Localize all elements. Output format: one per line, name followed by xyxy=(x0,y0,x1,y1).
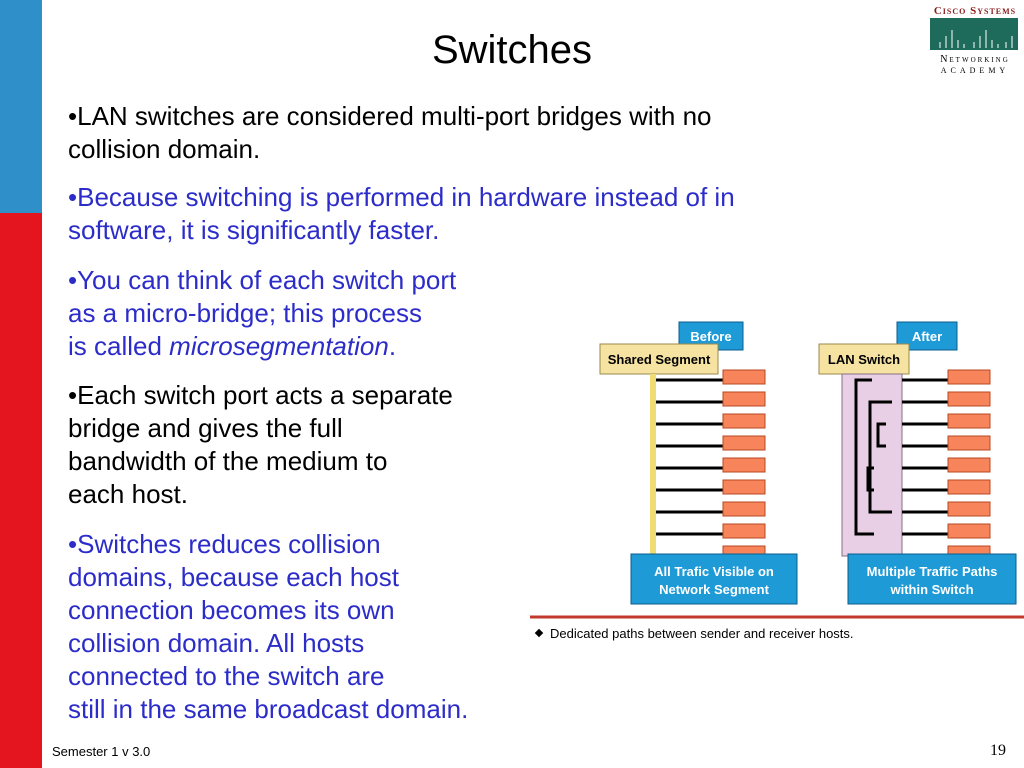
bullet-1-line-2: collision domain. xyxy=(68,134,261,164)
logo-academy: Academy xyxy=(941,66,1009,75)
bullet-1-line-1: •LAN switches are considered multi-port … xyxy=(68,101,712,131)
shared-segment-label: Shared Segment xyxy=(608,352,711,367)
before-caption-line-2: Network Segment xyxy=(659,582,769,597)
bullet-2-line-1: •Because switching is performed in hardw… xyxy=(68,182,735,212)
bullet-2-line-2: software, it is significantly faster. xyxy=(68,215,440,245)
bullet-1: •LAN switches are considered multi-port … xyxy=(68,100,712,166)
bullet-5-line-6: still in the same broadcast domain. xyxy=(68,694,469,724)
bullet-3-line-1: •You can think of each switch port xyxy=(68,265,457,295)
after-host-stack xyxy=(947,369,991,561)
bullet-4-line-1: •Each switch port acts a separate xyxy=(68,380,453,410)
cisco-logo: Cisco Systems Networking Academy xyxy=(930,5,1018,75)
before-host-lines xyxy=(656,378,723,536)
switch-internal-paths xyxy=(854,378,892,536)
before-caption-line-1: All Trafic Visible on xyxy=(654,564,774,579)
bullet-3-line-3: is called microsegmentation. xyxy=(68,330,456,363)
bullet-3: •You can think of each switch port as a … xyxy=(68,264,456,363)
after-tab-label: After xyxy=(912,329,942,344)
logo-cisco-systems: Cisco Systems xyxy=(934,5,1016,17)
slide-title: Switches xyxy=(431,28,593,72)
bullet-5: •Switches reduces collision domains, bec… xyxy=(68,528,468,726)
bullet-3-line-2: as a micro-bridge; this process xyxy=(68,298,423,328)
bullet-4-line-3: bandwidth of the medium to xyxy=(68,446,388,476)
bullet-4-line-2: bridge and gives the full xyxy=(68,413,343,443)
bullet-5-line-4: collision domain. All hosts xyxy=(68,628,365,658)
after-host-lines xyxy=(902,378,948,536)
shared-segment-bar xyxy=(650,374,656,554)
after-caption-line-2: within Switch xyxy=(889,582,973,597)
switch-body xyxy=(841,373,903,557)
bullet-5-line-3: connection becomes its own xyxy=(68,595,395,625)
left-red-band xyxy=(0,213,42,768)
bullet-4-line-4: each host. xyxy=(68,479,188,509)
footer-semester: Semester 1 v 3.0 xyxy=(52,744,151,759)
after-caption-box xyxy=(847,553,1017,605)
shared-segment-label-box xyxy=(599,343,719,375)
before-tab-label: Before xyxy=(690,329,731,344)
caption-bullet-icon xyxy=(534,628,544,638)
bullet-5-line-2: domains, because each host xyxy=(68,562,399,592)
bullet-3-line-3-italic: microsegmentation xyxy=(169,331,389,361)
bullet-5-line-1: •Switches reduces collision xyxy=(68,529,381,559)
bullet-5-line-5: connected to the switch are xyxy=(68,661,385,691)
footer-page-number: 19 xyxy=(990,742,1006,759)
bullet-2: •Because switching is performed in hardw… xyxy=(68,181,735,247)
bullet-3-line-3-suffix: . xyxy=(388,331,397,361)
lan-switch-label: LAN Switch xyxy=(828,352,900,367)
logo-bridge-icon xyxy=(939,30,1013,48)
left-blue-band xyxy=(0,0,42,213)
before-caption-box xyxy=(630,553,798,605)
after-caption-line-1: Multiple Traffic Paths xyxy=(867,564,998,579)
before-host-stack xyxy=(722,369,766,561)
bullet-4: •Each switch port acts a separate bridge… xyxy=(68,379,453,511)
logo-networking: Networking xyxy=(940,54,1010,65)
switch-diagram: Before Shared Segment All Trafic Visible… xyxy=(530,321,1024,641)
bullet-3-line-3-prefix: is called xyxy=(68,331,170,361)
caption-text: Dedicated paths between sender and recei… xyxy=(550,626,854,641)
